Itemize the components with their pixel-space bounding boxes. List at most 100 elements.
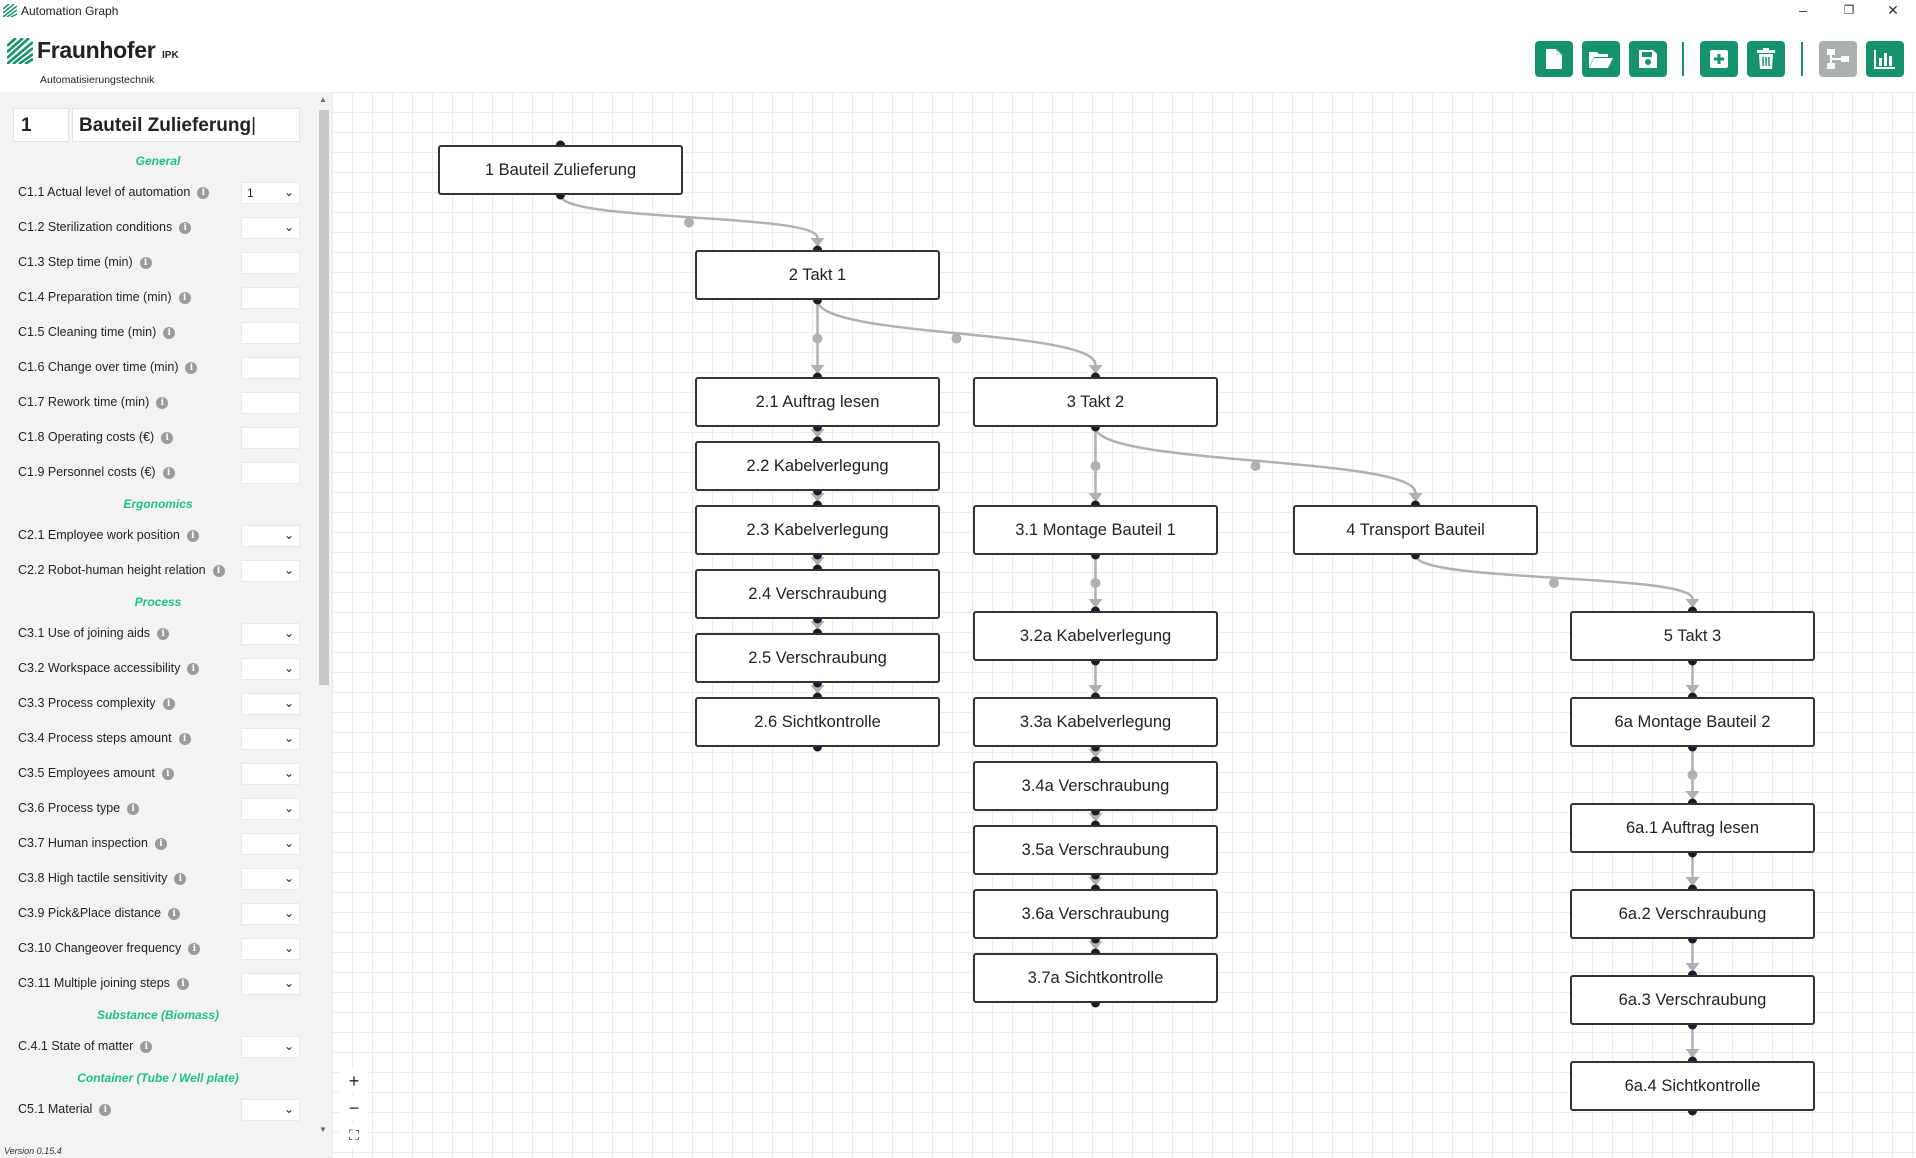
graph-node[interactable]: 6a.4 Sichtkontrolle bbox=[1570, 1061, 1815, 1111]
node-name-field[interactable]: Bauteil Zulieferung| bbox=[72, 108, 300, 142]
graph-node[interactable]: 3.3a Kabelverlegung bbox=[973, 697, 1218, 747]
property-select[interactable]: ⌄ bbox=[241, 938, 300, 960]
info-icon[interactable]: i bbox=[185, 362, 198, 374]
info-icon[interactable]: i bbox=[188, 943, 201, 955]
property-select[interactable]: ⌄ bbox=[241, 1099, 300, 1121]
graph-node[interactable]: 6a Montage Bauteil 2 bbox=[1570, 697, 1815, 747]
info-icon[interactable]: i bbox=[139, 257, 152, 269]
property-input[interactable] bbox=[241, 252, 300, 274]
scrollbar-thumb[interactable] bbox=[319, 110, 329, 685]
info-icon[interactable]: i bbox=[140, 1041, 153, 1053]
property-input[interactable] bbox=[241, 462, 300, 484]
scroll-up-icon[interactable]: ▲ bbox=[319, 95, 327, 104]
info-icon[interactable]: i bbox=[212, 565, 225, 577]
property-select[interactable]: ⌄ bbox=[241, 728, 300, 750]
edge-midpoint-handle[interactable] bbox=[684, 217, 694, 228]
info-icon[interactable]: i bbox=[99, 1104, 112, 1116]
graph-canvas[interactable]: 1 Bauteil Zulieferung 2 Takt 1 2.1 Auftrag… bbox=[332, 92, 1916, 1158]
property-input[interactable] bbox=[241, 357, 300, 379]
graph-node[interactable]: 2.6 Sichtkontrolle bbox=[695, 697, 940, 747]
edge-midpoint-handle[interactable] bbox=[812, 333, 823, 344]
info-icon[interactable]: i bbox=[156, 397, 169, 409]
edge-midpoint-handle[interactable] bbox=[951, 333, 962, 344]
graph-node[interactable]: 2.4 Verschraubung bbox=[695, 569, 940, 619]
node-id-field[interactable]: 1 bbox=[13, 108, 69, 142]
property-select[interactable]: ⌄ bbox=[241, 623, 300, 645]
info-icon[interactable]: i bbox=[163, 327, 176, 339]
info-icon[interactable]: i bbox=[178, 292, 191, 304]
close-button[interactable]: ✕ bbox=[1887, 2, 1899, 18]
info-icon[interactable]: i bbox=[197, 187, 210, 199]
graph-node[interactable]: 3.2a Kabelverlegung bbox=[973, 611, 1218, 661]
info-icon[interactable]: i bbox=[187, 663, 200, 675]
auto-layout-button[interactable] bbox=[1819, 41, 1857, 77]
info-icon[interactable]: i bbox=[162, 467, 175, 479]
graph-node[interactable]: 6a.2 Verschraubung bbox=[1570, 889, 1815, 939]
graph-edge[interactable] bbox=[1094, 426, 1417, 494]
graph-node[interactable]: 1 Bauteil Zulieferung bbox=[438, 145, 683, 195]
property-select[interactable]: 1⌄ bbox=[241, 182, 300, 204]
edge-midpoint-handle[interactable] bbox=[1549, 578, 1559, 588]
add-node-button[interactable] bbox=[1700, 41, 1738, 77]
info-icon[interactable]: i bbox=[127, 803, 140, 815]
graph-node[interactable]: 6a.3 Verschraubung bbox=[1570, 975, 1815, 1025]
graph-node[interactable]: 2.5 Verschraubung bbox=[695, 633, 940, 683]
info-icon[interactable]: i bbox=[186, 530, 199, 542]
zoom-in-button[interactable]: + bbox=[340, 1069, 368, 1093]
statistics-button[interactable] bbox=[1866, 41, 1904, 77]
graph-node[interactable]: 2.3 Kabelverlegung bbox=[695, 505, 940, 555]
sidebar-scrollbar[interactable]: ▲ ▼ bbox=[316, 92, 332, 1158]
graph-node[interactable]: 2.2 Kabelverlegung bbox=[695, 441, 940, 491]
graph-node[interactable]: 2.1 Auftrag lesen bbox=[695, 377, 940, 427]
property-input[interactable] bbox=[241, 427, 300, 449]
info-icon[interactable]: i bbox=[161, 432, 174, 444]
open-button[interactable] bbox=[1582, 41, 1620, 77]
property-select[interactable]: ⌄ bbox=[241, 693, 300, 715]
save-button[interactable] bbox=[1629, 41, 1667, 77]
property-select[interactable]: ⌄ bbox=[241, 903, 300, 925]
property-select[interactable]: ⌄ bbox=[241, 973, 300, 995]
graph-edge[interactable] bbox=[559, 194, 819, 239]
edge-midpoint-handle[interactable] bbox=[1090, 578, 1101, 588]
graph-node[interactable]: 6a.1 Auftrag lesen bbox=[1570, 803, 1815, 853]
delete-node-button[interactable] bbox=[1747, 41, 1785, 77]
info-icon[interactable]: i bbox=[154, 838, 167, 850]
property-select[interactable]: ⌄ bbox=[241, 868, 300, 890]
new-file-button[interactable] bbox=[1535, 41, 1573, 77]
info-icon[interactable]: i bbox=[157, 628, 170, 640]
graph-node[interactable]: 3 Takt 2 bbox=[973, 377, 1218, 427]
info-icon[interactable]: i bbox=[161, 768, 174, 780]
graph-edge[interactable] bbox=[1414, 554, 1694, 600]
info-icon[interactable]: i bbox=[174, 873, 187, 885]
edge-midpoint-handle[interactable] bbox=[1687, 770, 1698, 780]
property-input[interactable] bbox=[241, 322, 300, 344]
edge-midpoint-handle[interactable] bbox=[1250, 461, 1261, 471]
scroll-down-icon[interactable]: ▼ bbox=[319, 1125, 327, 1134]
graph-node[interactable]: 3.7a Sichtkontrolle bbox=[973, 953, 1218, 1003]
property-select[interactable]: ⌄ bbox=[241, 560, 300, 582]
info-icon[interactable]: i bbox=[176, 978, 189, 990]
graph-node[interactable]: 3.6a Verschraubung bbox=[973, 889, 1218, 939]
info-icon[interactable]: i bbox=[162, 698, 175, 710]
edge-midpoint-handle[interactable] bbox=[1090, 461, 1101, 471]
graph-node[interactable]: 3.5a Verschraubung bbox=[973, 825, 1218, 875]
property-input[interactable] bbox=[241, 392, 300, 414]
graph-node[interactable]: 4 Transport Bauteil bbox=[1293, 505, 1538, 555]
property-select[interactable]: ⌄ bbox=[241, 217, 300, 239]
graph-node[interactable]: 5 Takt 3 bbox=[1570, 611, 1815, 661]
property-input[interactable] bbox=[241, 287, 300, 309]
graph-edge[interactable] bbox=[816, 299, 1097, 366]
graph-node[interactable]: 3.4a Verschraubung bbox=[973, 761, 1218, 811]
info-icon[interactable]: i bbox=[168, 908, 181, 920]
info-icon[interactable]: i bbox=[179, 222, 192, 234]
info-icon[interactable]: i bbox=[178, 733, 191, 745]
zoom-out-button[interactable]: − bbox=[340, 1096, 368, 1120]
graph-node[interactable]: 3.1 Montage Bauteil 1 bbox=[973, 505, 1218, 555]
property-select[interactable]: ⌄ bbox=[241, 1036, 300, 1058]
restore-button[interactable]: ❐ bbox=[1843, 3, 1855, 17]
minimize-button[interactable]: – bbox=[1799, 2, 1807, 18]
property-select[interactable]: ⌄ bbox=[241, 658, 300, 680]
property-select[interactable]: ⌄ bbox=[241, 525, 300, 547]
property-select[interactable]: ⌄ bbox=[241, 798, 300, 820]
graph-node[interactable]: 2 Takt 1 bbox=[695, 250, 940, 300]
